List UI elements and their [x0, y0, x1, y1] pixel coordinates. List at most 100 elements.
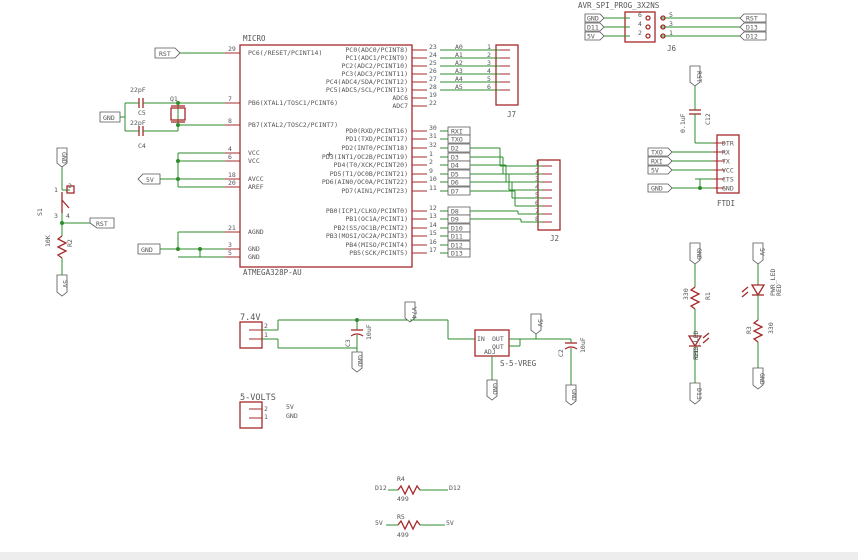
- ftdi-net-tag: [647, 147, 673, 157]
- reset-pin-3: 3: [54, 212, 58, 220]
- mcu-right-pin-num: 26: [429, 67, 437, 75]
- c2-name: C2: [557, 349, 565, 357]
- mcu-right-pin-num: 1: [429, 150, 433, 158]
- vin-tag: V74: [410, 307, 418, 319]
- reset-pin-1: 1: [54, 186, 58, 194]
- j7-pin-num: 2: [487, 51, 491, 59]
- mcu-right-pin-label: PB0(ICP1/CLKO/PCINT0): [326, 207, 408, 215]
- five-volts-name: 5-VOLTS: [240, 393, 276, 403]
- r5-right-net: 5V: [446, 519, 454, 527]
- resistor-r4: D12 D12 R4 499: [375, 475, 461, 503]
- mcu-vcc-wiring: 5V: [137, 152, 225, 188]
- mcu-left-pin-label: PB7(XTAL2/TOSC2/PCINT7): [248, 121, 338, 129]
- j6-right-net: D13: [746, 24, 758, 32]
- mcu-right-pin-label: PC3(ADC3/PCINT11): [341, 70, 408, 78]
- mcu-right-pins: 23PC0(ADC0/PCINT8)24PC1(ADC1/PCINT9)25PC…: [322, 43, 500, 258]
- digital-net-tag: [447, 248, 471, 258]
- mcu-right-pin-label: PD4(T0/XCK/PCINT20): [334, 161, 408, 169]
- c2-value: 10uF: [579, 337, 587, 353]
- mcu-right-pin-num: 24: [429, 51, 437, 59]
- digital-net-label: D3: [451, 154, 459, 162]
- mcu-right-pin-label: PC2(ADC2/PCINT10): [341, 62, 408, 70]
- c3-value: 10uF: [365, 324, 373, 340]
- j6-pad-right: [660, 24, 666, 30]
- digital-net-label: D6: [451, 179, 459, 187]
- battery-connector: [239, 321, 263, 349]
- reset-pin-2: 2: [68, 182, 72, 190]
- mcu-left-pin-label: AREF: [248, 183, 264, 191]
- mcu-value: ATMEGA328P-AU: [243, 268, 302, 277]
- five-volts-body: [239, 401, 263, 429]
- d13-net-tag: D13: [695, 388, 703, 400]
- reset-switch-name: S1: [36, 208, 44, 216]
- j6-pad-right: [660, 33, 666, 39]
- mcu-right-pin-label: PD0(RXD/PCINT16): [345, 127, 408, 135]
- reset-rst-label: RST: [96, 220, 108, 228]
- mcu-right-pin-num: 13: [429, 212, 437, 220]
- j6-pad-left: [645, 24, 651, 30]
- r3-value: 330: [767, 322, 775, 334]
- battery-name: 7.4V: [240, 313, 260, 323]
- mcu-right-pin-label: PC5(ADC5/SCL/PCINT13): [326, 86, 408, 94]
- j2-body: [537, 159, 561, 231]
- mcu-left-pin-label: AGND: [248, 228, 264, 236]
- digital-net-label: D4: [451, 162, 459, 170]
- j6-title: AVR_SPI_PROG_3X2NS: [578, 1, 660, 10]
- ftdi-net-tag: [647, 183, 673, 193]
- j6-pad-left: [645, 33, 651, 39]
- r4-left-net: D12: [375, 484, 387, 492]
- mcu-right-pin-num: 27: [429, 75, 437, 83]
- analog-net-label: A4: [455, 75, 463, 83]
- c5-value: 22pF: [130, 86, 146, 94]
- j7-pin-num: 6: [487, 83, 491, 91]
- power-section: 7.4V 2 1 C3 10uF GND V74 IN OUT OUT ADJ …: [239, 301, 587, 406]
- j6-pad-left: [645, 15, 651, 21]
- j7-name: J7: [507, 110, 516, 119]
- j6-pin-left-num: 6: [638, 11, 642, 19]
- ftdi-net-label: GND: [651, 185, 663, 193]
- mcu-right-pin-label: PB4(MISO/PCINT4): [345, 241, 408, 249]
- j7-body: [495, 44, 519, 106]
- j6-left-net: D11: [587, 24, 599, 32]
- r5-left-net: 5V: [375, 519, 383, 527]
- digital-net-label: D9: [451, 216, 459, 224]
- mcu-left-pin-num: 8: [228, 117, 232, 125]
- mcu-gnd-label: GND: [141, 246, 153, 254]
- ftdi-pin-label: TX: [722, 158, 730, 166]
- mcu-right-pin-label: PB5(SCK/PCINT5): [349, 249, 408, 257]
- ftdi-pin-label: GND: [722, 185, 734, 193]
- c4-value: 22pF: [130, 119, 146, 127]
- mcu-right-pin-num: 23: [429, 43, 437, 51]
- j6-name: J6: [667, 44, 677, 53]
- mcu-right-pin-num: 31: [429, 132, 437, 140]
- mcu-left-pin-label: PB6(XTAL1/TOSC1/PCINT6): [248, 99, 338, 107]
- j6-left-tag: [584, 13, 605, 23]
- five-volts-net-5v: 5V: [286, 403, 294, 411]
- ftdi-net-label: 5V: [651, 167, 659, 175]
- battery-pin-2: 2: [264, 322, 268, 330]
- mcu-left-pin-num: 3: [228, 241, 232, 249]
- mcu-left-pin-num: 5: [228, 249, 232, 257]
- r1-name: R1: [704, 292, 712, 300]
- digital-net-tag: [447, 177, 471, 187]
- mcu-right-pin-num: 2: [429, 158, 433, 166]
- mcu-right-pin-num: 19: [429, 91, 437, 99]
- mcu-right-pin-label: PB1(OC1A/PCINT1): [345, 215, 408, 223]
- pwr-led-circuit: 5V PWR_LED RED R3 330 GND: [741, 242, 783, 390]
- mcu-right-pin-num: 14: [429, 221, 437, 229]
- j7-pin-num: 5: [487, 75, 491, 83]
- j2-pin-num: 1: [535, 159, 539, 167]
- mcu-left-pin-label: GND: [248, 253, 260, 261]
- j2-pin-num: 7: [535, 207, 539, 215]
- ftdi-net-label: TXO: [651, 149, 663, 157]
- analog-net-label: A5: [455, 83, 463, 91]
- r3-name: R3: [745, 326, 753, 334]
- mcu-left-pin-num: 29: [228, 45, 236, 53]
- five-volts-pin-2: 2: [264, 405, 268, 413]
- mcu-right-pin-label: PB2(SS/OC1B/PCINT2): [334, 224, 408, 232]
- mcu-5v-label: 5V: [146, 176, 154, 184]
